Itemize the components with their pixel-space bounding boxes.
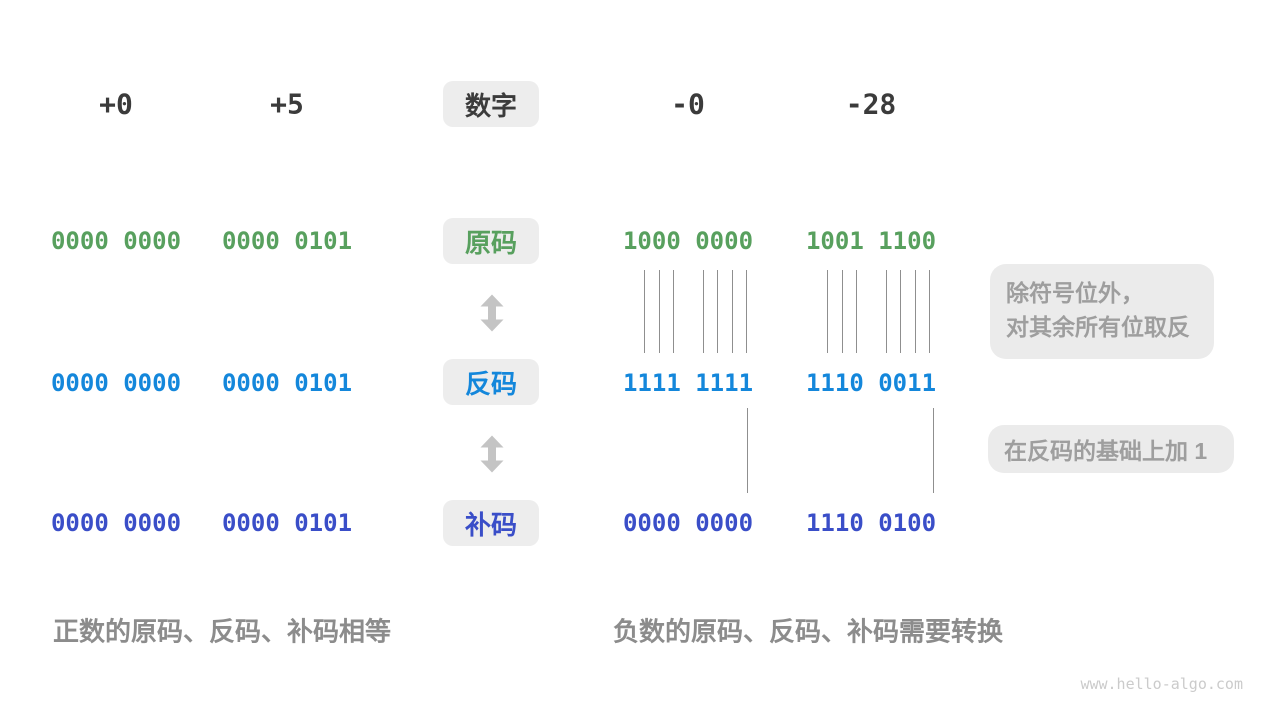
number-label-plus-zero: +0	[99, 87, 133, 121]
double-arrow-icon	[480, 294, 505, 332]
ones-complement-value-minus-zero: 1111 1111	[622, 369, 754, 397]
bit-connector-line	[717, 270, 718, 353]
bit-connector-line	[856, 270, 857, 353]
bit-connector-line	[827, 270, 828, 353]
sign-magnitude-value-minus-zero: 1000 0000	[622, 227, 754, 255]
ones-complement-value-plus-zero: 0000 0000	[50, 369, 182, 397]
bit-connector-line	[732, 270, 733, 353]
badge-ones-complement: 反码	[443, 359, 539, 405]
bit-connector-line	[900, 270, 901, 353]
badge-sign-magnitude: 原码	[443, 218, 539, 264]
badge-number: 数字	[443, 81, 539, 127]
bit-connector-line	[929, 270, 930, 353]
bit-connector-line	[842, 270, 843, 353]
bit-connector-line	[886, 270, 887, 353]
badge-twos-complement: 补码	[443, 500, 539, 546]
ones-complement-value-minus-28: 1110 0011	[805, 369, 937, 397]
carry-connector-line	[747, 408, 748, 493]
annotation-add-one: 在反码的基础上加 1	[988, 425, 1234, 473]
ones-complement-value-plus-five: 0000 0101	[221, 369, 353, 397]
twos-complement-value-plus-zero: 0000 0000	[50, 509, 182, 537]
twos-complement-value-plus-five: 0000 0101	[221, 509, 353, 537]
caption-positive-numbers: 正数的原码、反码、补码相等	[53, 616, 392, 647]
bit-connector-line	[659, 270, 660, 353]
sign-magnitude-value-plus-five: 0000 0101	[221, 227, 353, 255]
number-label-minus-28: -28	[845, 87, 897, 121]
twos-complement-value-minus-zero: 0000 0000	[622, 509, 754, 537]
annotation-invert-line2: 对其余所有位取反	[1006, 314, 1190, 340]
bit-connector-line	[746, 270, 747, 353]
number-label-minus-zero: -0	[671, 87, 705, 121]
twos-complement-value-minus-28: 1110 0100	[805, 509, 937, 537]
annotation-invert-bits: 除符号位外， 对其余所有位取反	[990, 264, 1214, 359]
bit-connector-line	[915, 270, 916, 353]
double-arrow-icon	[480, 435, 505, 473]
bit-connector-line	[673, 270, 674, 353]
annotation-invert-line1: 除符号位外，	[1006, 280, 1144, 306]
sign-magnitude-value-minus-28: 1001 1100	[805, 227, 937, 255]
number-label-plus-five: +5	[270, 87, 304, 121]
bit-connector-line	[644, 270, 645, 353]
carry-connector-line	[933, 408, 934, 493]
watermark-url: www.hello-algo.com	[1080, 675, 1243, 693]
bit-connector-line	[703, 270, 704, 353]
caption-negative-numbers: 负数的原码、反码、补码需要转换	[613, 616, 1004, 647]
sign-magnitude-value-plus-zero: 0000 0000	[50, 227, 182, 255]
